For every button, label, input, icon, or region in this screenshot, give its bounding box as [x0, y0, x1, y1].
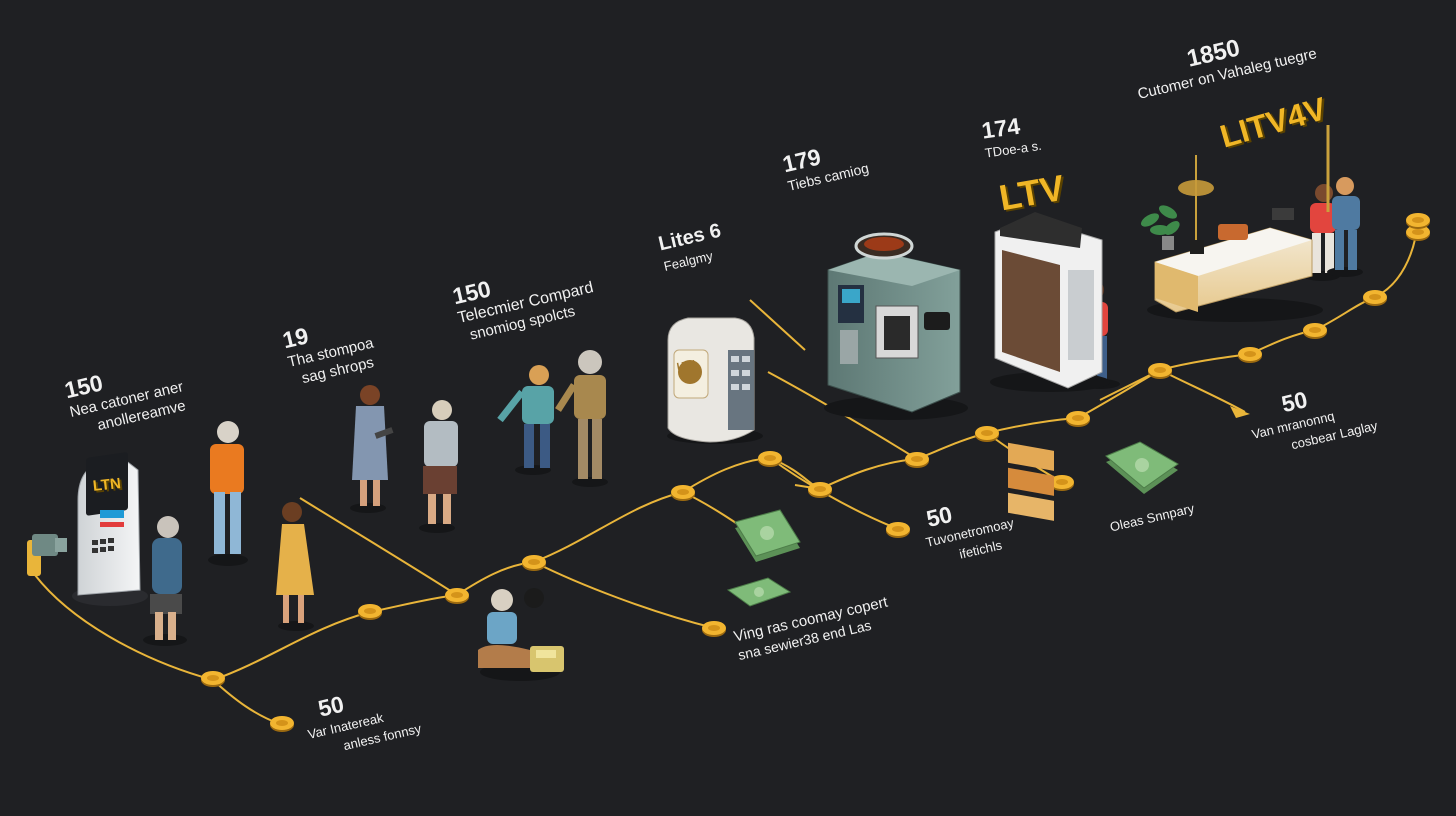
- coin-icon: [445, 588, 469, 604]
- customer-figure: [497, 365, 554, 475]
- coin-icon: [975, 426, 999, 442]
- milestone-label-6: 174 TDoe-a s.: [980, 110, 1043, 163]
- product-dispenser-illustration: [667, 317, 763, 444]
- kiosk-screen-brand: LTN: [92, 475, 122, 495]
- customer-figure: [1327, 177, 1363, 277]
- coin-icon: [270, 716, 294, 732]
- coin-icon: [358, 604, 382, 620]
- coin-icon: [1406, 225, 1430, 241]
- card-reader-icon: [27, 534, 67, 576]
- coin-icon: [1363, 290, 1387, 306]
- service-counter-illustration: [1140, 125, 1330, 322]
- arrow-head-icon: [1230, 406, 1250, 418]
- seated-customer-figure: [478, 588, 564, 681]
- food-machine-illustration: [824, 232, 968, 420]
- coin-icon: [1238, 347, 1262, 363]
- coin-icon: [1050, 475, 1074, 491]
- coin-icon: [905, 452, 929, 468]
- vending-shop-illustration: [990, 212, 1110, 521]
- customer-figure: [419, 400, 458, 533]
- coin-icon: [1406, 213, 1430, 229]
- kiosk-illustration: [72, 452, 148, 606]
- customer-figure: [555, 350, 608, 487]
- coin-icon: [201, 671, 225, 687]
- customer-figure: [276, 502, 314, 631]
- coin-icon: [1066, 411, 1090, 427]
- coin-icon: [808, 482, 832, 498]
- money-stack-icon: [734, 509, 801, 562]
- coin-icon: [1148, 363, 1172, 379]
- customer-figure: [350, 385, 394, 513]
- coin-nodes: [201, 213, 1430, 732]
- coin-icon: [758, 451, 782, 467]
- customer-figure: [208, 421, 248, 566]
- coin-icon: [702, 621, 726, 637]
- customer-figure: [143, 516, 187, 646]
- money-stack-icon: [1105, 441, 1179, 494]
- coin-icon: [1303, 323, 1327, 339]
- money-stack-icon: [726, 577, 792, 607]
- customer-figure: [1304, 184, 1340, 281]
- coin-icon: [886, 522, 910, 538]
- coin-icon: [671, 485, 695, 501]
- coin-icon: [522, 555, 546, 571]
